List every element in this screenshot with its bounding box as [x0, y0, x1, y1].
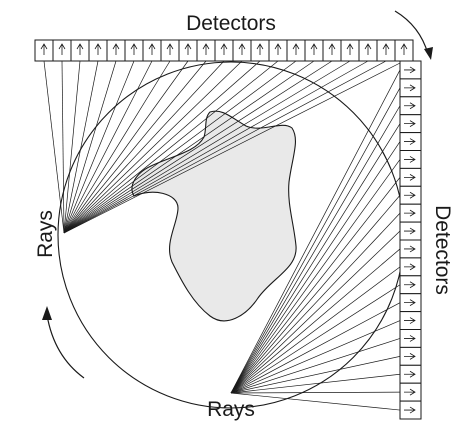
ray-line — [63, 60, 207, 234]
scanned-object — [131, 110, 297, 322]
detector-arrow — [130, 43, 138, 55]
ray-fan-bottom — [230, 69, 401, 411]
ray-line — [63, 60, 189, 234]
detector-arrow — [404, 406, 416, 414]
detector-arrow — [310, 43, 318, 55]
detector-arrow — [76, 43, 84, 55]
ray-line — [63, 60, 99, 234]
detector-arrow — [148, 43, 156, 55]
ray-line — [63, 60, 405, 234]
detector-arrow — [274, 43, 282, 55]
detector-arrow — [292, 43, 300, 55]
ray-line — [63, 60, 225, 234]
ray-line — [230, 248, 401, 394]
ray-line — [230, 212, 401, 394]
detector-arrow — [404, 335, 416, 342]
detector-arrow — [404, 102, 416, 110]
rays-left-label: Rays — [34, 210, 57, 258]
ray-line — [230, 141, 401, 394]
detector-arrow — [404, 120, 416, 127]
detector-arrow — [256, 43, 264, 55]
detector-arrow — [404, 281, 416, 289]
detector-array-top — [34, 39, 414, 62]
ray-line — [63, 60, 369, 234]
ray-line — [230, 373, 401, 394]
detector-arrow — [94, 43, 102, 55]
ray-line — [230, 284, 401, 394]
ray-line — [230, 159, 401, 394]
ray-line — [230, 356, 401, 394]
rays-bottom-label: Rays — [207, 398, 255, 421]
rotation-arrow-bottom-left — [42, 306, 85, 379]
detector-arrow — [404, 174, 416, 181]
ray-line — [230, 177, 401, 394]
rotation-arrow-top-right — [394, 10, 433, 60]
detector-arrow — [404, 191, 416, 199]
ray-line — [230, 320, 401, 394]
detector-arrow — [58, 43, 66, 55]
detector-arrow — [328, 43, 336, 55]
ray-line — [63, 60, 171, 234]
detector-arrow — [404, 245, 416, 253]
ray-fan-left — [43, 60, 405, 234]
detector-arrow — [404, 370, 416, 378]
detector-arrow — [404, 317, 416, 324]
detector-arrow — [404, 388, 416, 396]
detector-arrow — [40, 43, 48, 55]
detector-arrow — [404, 209, 416, 217]
detector-arrow — [404, 156, 416, 163]
ray-line — [63, 60, 297, 234]
ray-line — [43, 60, 65, 234]
ray-line — [230, 195, 401, 394]
detector-arrow — [220, 43, 228, 55]
detector-array-right — [399, 60, 422, 420]
detector-arrow — [404, 263, 416, 271]
ray-line — [230, 302, 401, 394]
detector-arrow — [400, 43, 408, 55]
detector-arrow — [166, 43, 174, 55]
ray-line — [63, 60, 351, 234]
detector-arrow — [346, 43, 354, 55]
ray-line — [230, 69, 401, 394]
ray-line — [230, 392, 401, 411]
detector-arrow — [184, 43, 192, 55]
ray-line — [63, 60, 81, 234]
ray-line — [230, 230, 401, 394]
detector-arrow — [404, 138, 416, 145]
ray-line — [230, 105, 401, 394]
ray-line — [63, 60, 135, 234]
ray-line — [230, 391, 401, 394]
detector-arrow — [404, 353, 416, 360]
detector-arrow — [112, 43, 120, 55]
detector-arrow — [404, 84, 416, 92]
ray-line — [230, 87, 401, 394]
detector-arrow — [238, 43, 246, 55]
ray-line — [63, 60, 261, 234]
ray-line — [63, 60, 243, 234]
ray-line — [63, 60, 333, 234]
detector-arrow — [202, 43, 210, 55]
ray-line — [63, 60, 387, 234]
detectors-top-label: Detectors — [186, 12, 276, 35]
detectors-right-label: Detectors — [431, 205, 454, 295]
ray-line — [230, 338, 401, 394]
ray-line — [63, 60, 117, 234]
ray-line — [63, 60, 315, 234]
ray-line — [230, 266, 401, 394]
ray-line — [63, 60, 279, 234]
detector-arrow — [382, 43, 390, 55]
ray-line — [63, 60, 153, 234]
ray-line — [61, 60, 65, 234]
detector-arrow — [404, 299, 416, 306]
ray-line — [230, 123, 401, 394]
detector-arrow — [404, 66, 416, 74]
detector-arrow — [364, 43, 372, 55]
detector-arrow — [404, 227, 416, 235]
